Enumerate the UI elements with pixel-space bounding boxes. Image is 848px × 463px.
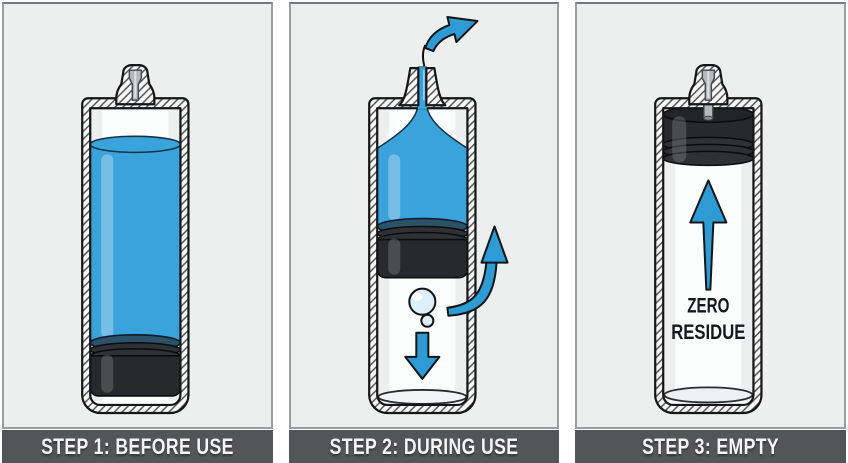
upward-arrow-icon bbox=[689, 179, 728, 291]
cartridge-wall bbox=[81, 97, 190, 415]
dispense-flow-arrow-icon bbox=[421, 16, 479, 67]
step-3-caption-bar: STEP 3: EMPTY bbox=[575, 430, 847, 463]
piston-rising bbox=[376, 217, 468, 279]
piston-at-bottom bbox=[89, 333, 182, 397]
step-1-illustration bbox=[2, 2, 273, 429]
bottom-rim bbox=[663, 386, 754, 404]
step-1-caption-bar: STEP 1: BEFORE USE bbox=[2, 430, 273, 463]
step-3-caption: STEP 3: EMPTY bbox=[642, 433, 780, 459]
capped-nozzle bbox=[688, 64, 729, 121]
downward-arrow-icon bbox=[403, 331, 441, 380]
svg-text:RESIDUE: RESIDUE bbox=[672, 321, 746, 344]
cartridge-wall bbox=[654, 97, 763, 415]
step-2-illustration bbox=[288, 2, 560, 429]
liquid-fill bbox=[89, 135, 182, 343]
step-1-caption: STEP 1: BEFORE USE bbox=[40, 433, 234, 459]
cartridge-dispensing-drawing bbox=[367, 16, 509, 415]
zero-residue-label: ZERO RESIDUE bbox=[672, 295, 746, 344]
open-nozzle bbox=[397, 67, 447, 110]
piston-at-top bbox=[662, 105, 755, 167]
cartridge-full-drawing bbox=[81, 64, 190, 415]
capped-nozzle bbox=[115, 64, 156, 106]
cartridge-wall bbox=[367, 97, 477, 415]
piston-rise-arrow-icon bbox=[446, 225, 509, 317]
step-2-caption-bar: STEP 2: DURING USE bbox=[288, 430, 560, 463]
step-3-illustration: ZERO RESIDUE bbox=[575, 2, 847, 429]
step-2-caption: STEP 2: DURING USE bbox=[329, 433, 519, 459]
cartridge-empty-drawing: ZERO RESIDUE bbox=[654, 64, 763, 415]
bottom-rim bbox=[376, 389, 468, 405]
air-bubble-icon bbox=[407, 287, 437, 328]
panel-step-3: ZERO RESIDUE STEP 3: EMPTY bbox=[575, 2, 847, 463]
svg-text:ZERO: ZERO bbox=[688, 295, 730, 318]
panel-step-2: STEP 2: DURING USE bbox=[288, 2, 560, 463]
panel-step-1: STEP 1: BEFORE USE bbox=[2, 2, 273, 463]
